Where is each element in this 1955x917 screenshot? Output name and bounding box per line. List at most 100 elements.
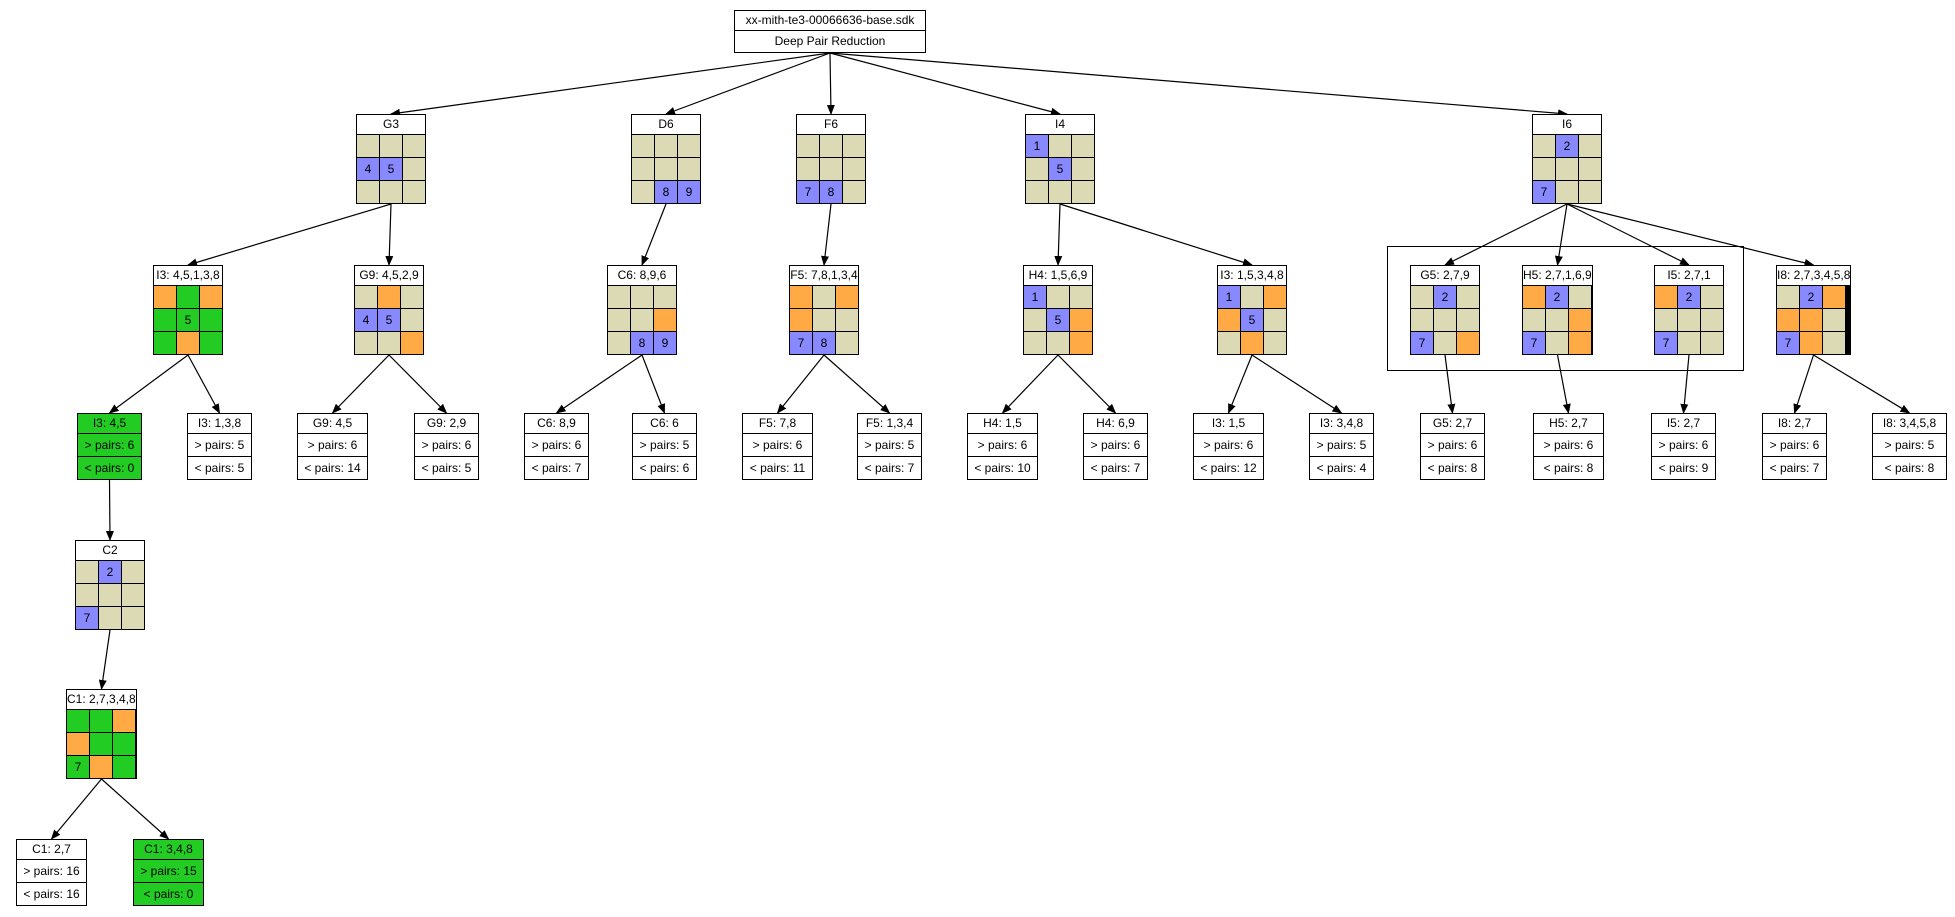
edge-i3b-to-i3-15 xyxy=(1227,354,1253,414)
edge-i6-to-i8a xyxy=(1566,203,1815,267)
pair-node-label: I3: 3,4,8 xyxy=(1319,416,1364,430)
grid-cell xyxy=(654,286,676,308)
pair-count-node-c6-89: C6: 8,9> pairs: 6< pairs: 7 xyxy=(524,413,589,480)
less-pairs-label: < pairs: 7 xyxy=(1763,456,1826,479)
grid-cell xyxy=(655,158,677,180)
less-pairs-label: < pairs: 8 xyxy=(1873,456,1946,479)
pair-node-label: H5: 2,7 xyxy=(1549,416,1588,430)
pair-node-label: C6: 6 xyxy=(650,416,679,430)
grid-cell: 1 xyxy=(1218,286,1240,308)
grid-cell xyxy=(113,710,135,732)
grid-cell xyxy=(1047,286,1069,308)
less-pairs-label: < pairs: 0 xyxy=(78,456,141,479)
grid-cell xyxy=(154,286,176,308)
grid-cell xyxy=(401,332,423,354)
grid-cell xyxy=(1457,309,1479,331)
grid-cell xyxy=(1026,158,1048,180)
pair-count-node-c1-27: C1: 2,7> pairs: 16< pairs: 16 xyxy=(16,839,87,906)
grid-cell xyxy=(1241,332,1263,354)
grid-cell: 9 xyxy=(678,181,700,203)
grid-cell xyxy=(90,756,112,778)
grid-cell xyxy=(90,733,112,755)
greater-pairs-label: > pairs: 6 xyxy=(78,433,141,456)
edge-h5a-to-h5-27 xyxy=(1556,354,1571,414)
pair-count-node-g5-27: G5: 2,7> pairs: 6< pairs: 8 xyxy=(1420,413,1485,480)
grid-cell xyxy=(1533,158,1555,180)
grid-node-label: D6 xyxy=(658,117,674,131)
grid-cell: 7 xyxy=(1655,332,1677,354)
grid-cell xyxy=(1701,309,1723,331)
grid-cell xyxy=(1070,309,1092,331)
grid-cell xyxy=(1523,309,1545,331)
greater-pairs-label: > pairs: 6 xyxy=(298,433,367,456)
less-pairs-label: < pairs: 11 xyxy=(743,456,812,479)
edge-i6-to-i5a xyxy=(1566,203,1690,266)
greater-pairs-label: > pairs: 6 xyxy=(968,433,1037,456)
grid-cell xyxy=(655,135,677,157)
grid-cell xyxy=(1556,158,1578,180)
grid-cell xyxy=(843,158,865,180)
pair-node-label: I5: 2,7 xyxy=(1666,416,1701,430)
grid-cell xyxy=(177,286,199,308)
grid-cell xyxy=(378,332,400,354)
grid-cell xyxy=(1434,309,1456,331)
grid-cell xyxy=(154,332,176,354)
grid-cell xyxy=(1800,332,1822,354)
grid-cell: 5 xyxy=(1241,309,1263,331)
grid-cell xyxy=(1070,286,1092,308)
grid-cell: 9 xyxy=(654,332,676,354)
less-pairs-label: < pairs: 12 xyxy=(1194,456,1263,479)
grid-cell: 5 xyxy=(177,309,199,331)
grid-cell xyxy=(836,286,858,308)
grid-cell: 2 xyxy=(1800,286,1822,308)
edge-f6-to-f5a xyxy=(821,203,832,266)
grid-cell xyxy=(1049,135,1071,157)
grid-cell xyxy=(1533,135,1555,157)
grid-cell: 2 xyxy=(1434,286,1456,308)
grid-cell xyxy=(401,309,423,331)
greater-pairs-label: > pairs: 6 xyxy=(1194,433,1263,456)
grid-node-label: G3 xyxy=(382,117,399,131)
grid-cell: 7 xyxy=(1533,181,1555,203)
pair-node-label: I3: 1,3,8 xyxy=(197,416,242,430)
grid-cell xyxy=(122,607,144,629)
greater-pairs-label: > pairs: 6 xyxy=(1763,433,1826,456)
grid-cell xyxy=(403,135,425,157)
grid-cell xyxy=(403,181,425,203)
greater-pairs-label: > pairs: 6 xyxy=(1421,433,1484,456)
grid-cell: 8 xyxy=(655,181,677,203)
grid-cell xyxy=(1024,332,1046,354)
edge-i6-to-g5a xyxy=(1444,203,1568,266)
grid-cell: 8 xyxy=(631,332,653,354)
edge-g9a-to-g9-29 xyxy=(388,354,448,414)
grid-cell xyxy=(380,181,402,203)
pair-count-node-i8-3458: I8: 3,4,5,8> pairs: 5< pairs: 8 xyxy=(1872,413,1947,480)
less-pairs-label: < pairs: 0 xyxy=(134,882,203,905)
edge-root-to-g3 xyxy=(390,52,831,117)
grid-cell: 5 xyxy=(1049,158,1071,180)
grid-cell xyxy=(1546,332,1568,354)
grid-cell xyxy=(632,181,654,203)
grid-node-label: C2 xyxy=(102,543,118,557)
grid-cell xyxy=(1823,332,1845,354)
less-pairs-label: < pairs: 5 xyxy=(415,456,478,479)
grid-node-label: C6: 8,9,6 xyxy=(617,268,667,282)
edge-i5a-to-i5-27 xyxy=(1680,354,1690,414)
grid-cell xyxy=(355,332,377,354)
grid-cell: 7 xyxy=(67,756,89,778)
grid-cell xyxy=(632,135,654,157)
grid-cell: 5 xyxy=(378,309,400,331)
root-title-label: Deep Pair Reduction xyxy=(735,30,925,52)
